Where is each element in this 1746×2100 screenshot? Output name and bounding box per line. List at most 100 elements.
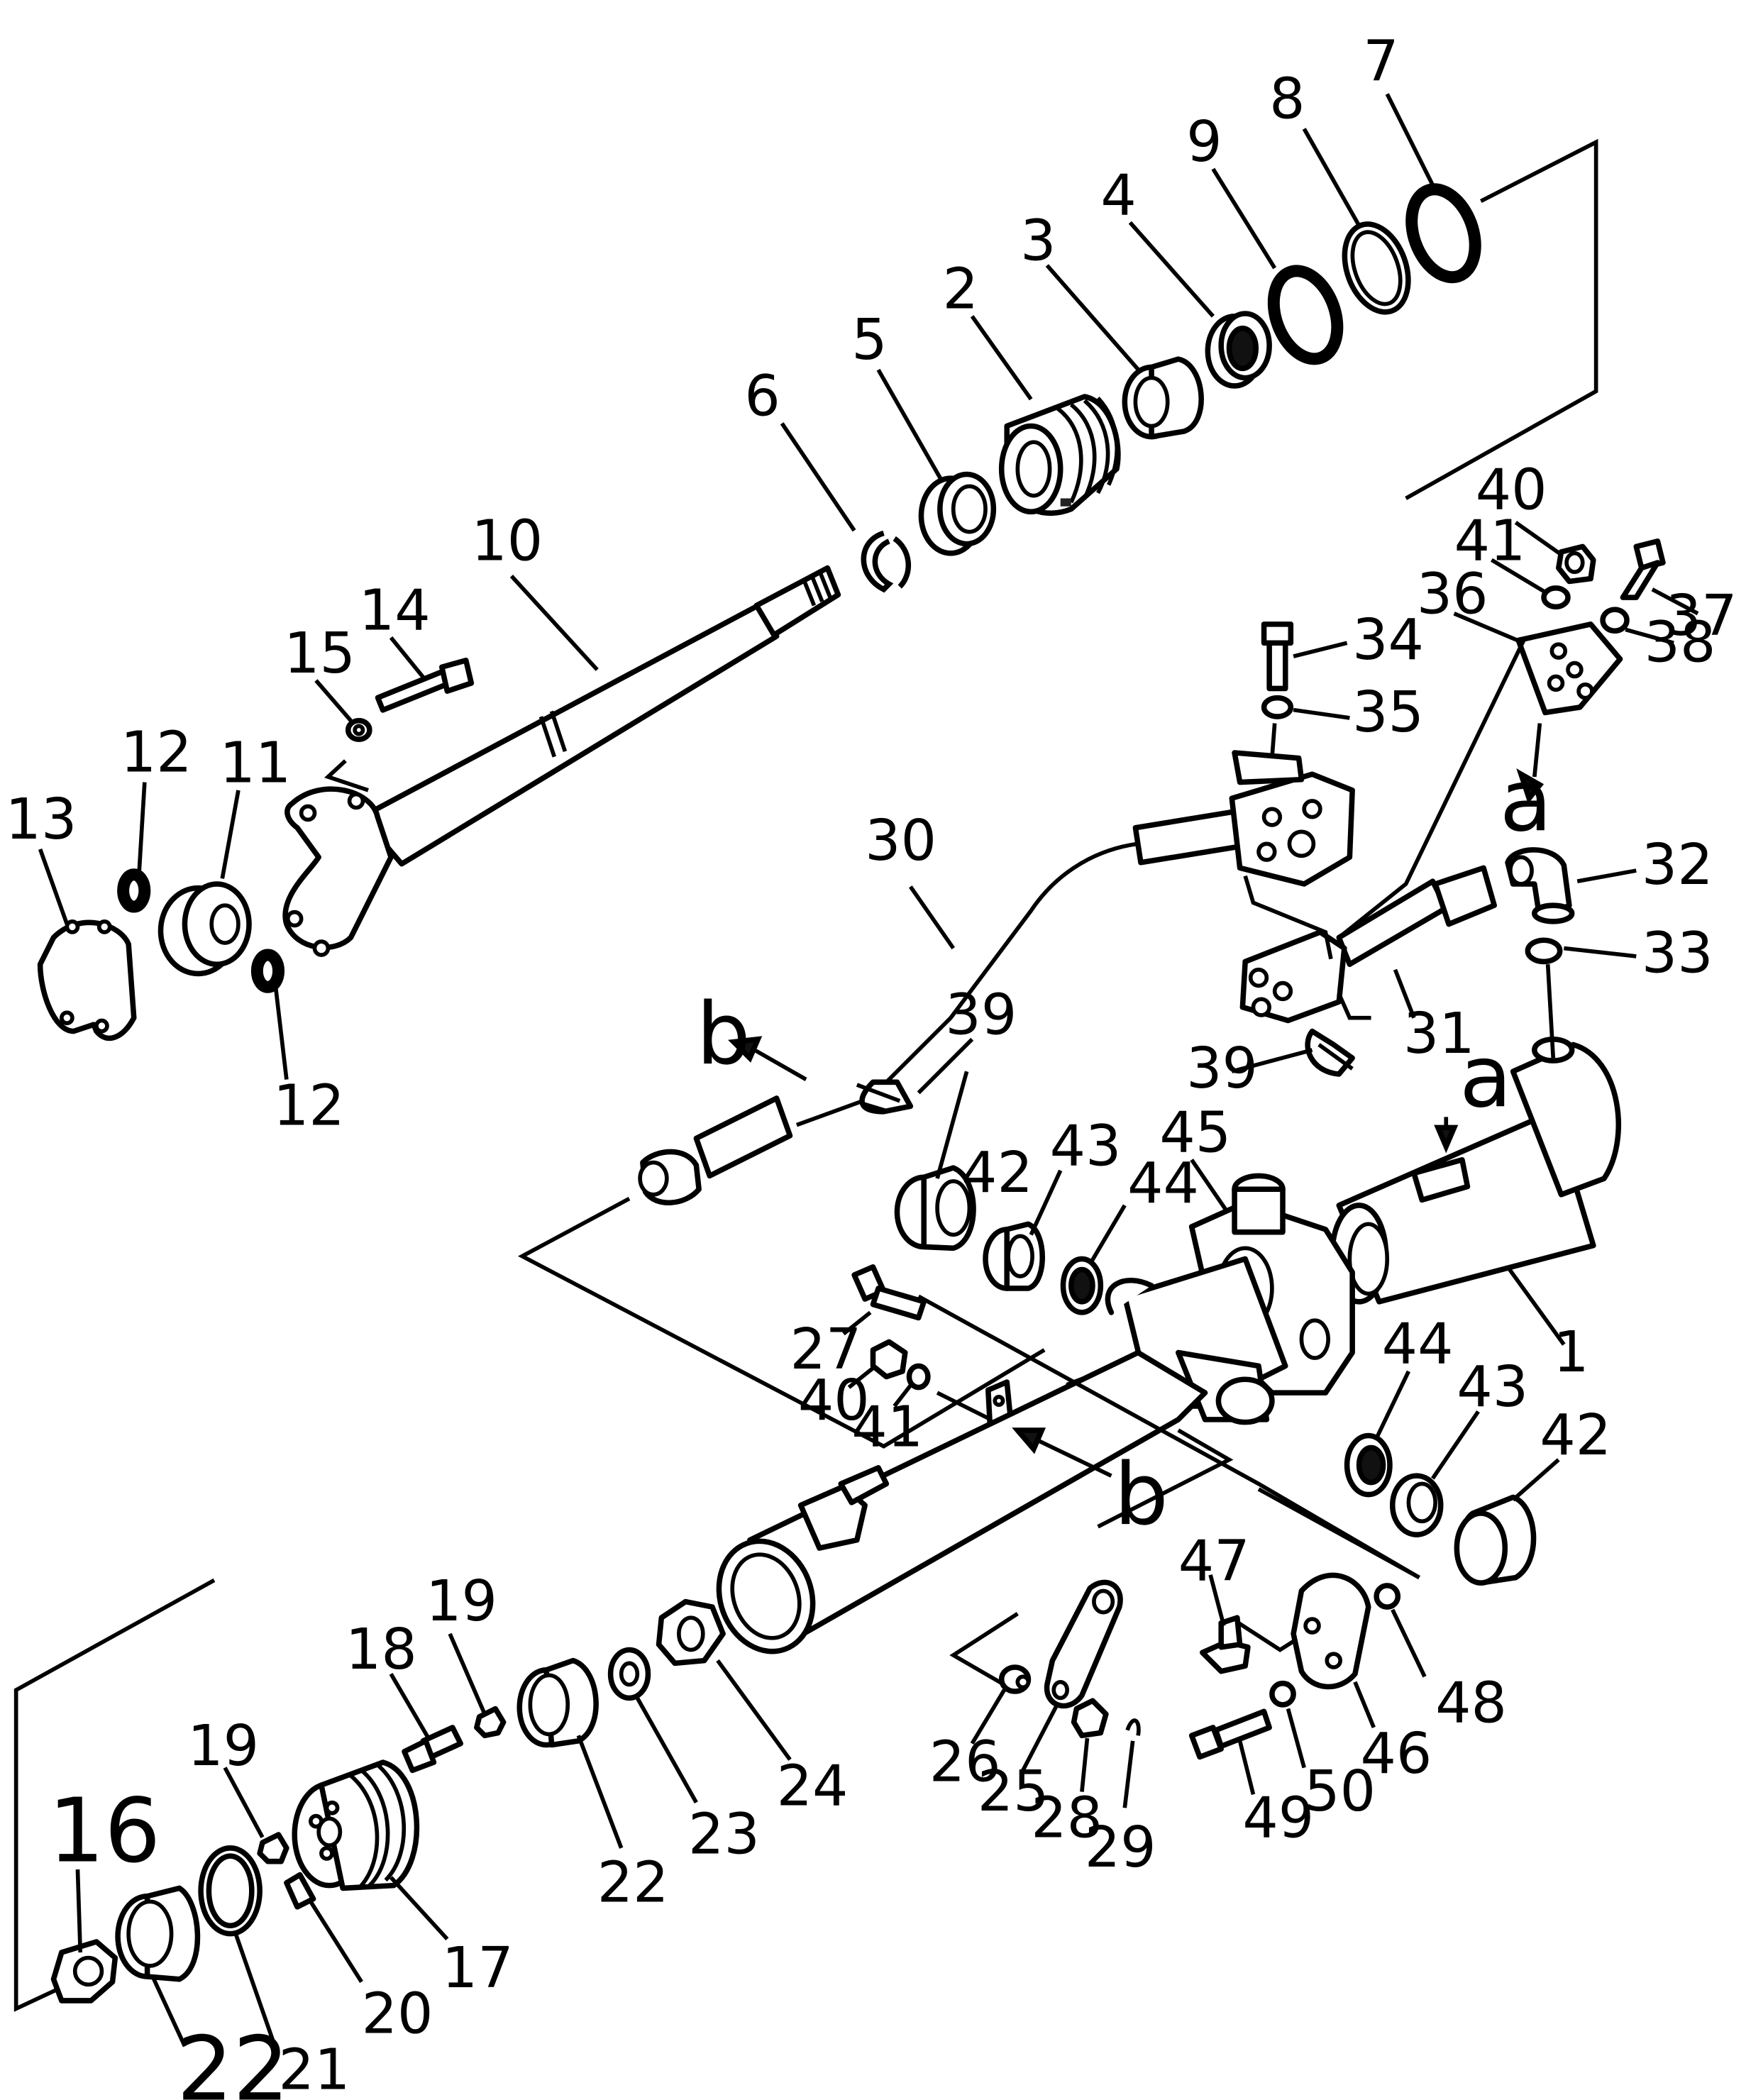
- rod-end-cap-13: [37, 919, 137, 1041]
- callout-6: 6: [744, 363, 780, 429]
- nut-40-lower: [870, 1339, 908, 1380]
- bolt-37: [1620, 538, 1666, 600]
- top-group-frame: [1405, 138, 1598, 500]
- callout-7: 7: [1363, 28, 1398, 94]
- bushing-42-upper: [894, 1165, 976, 1251]
- callout-20: 20: [362, 1980, 433, 2046]
- elbow-32: [1505, 847, 1575, 924]
- callout-44-upper: 44: [1127, 1150, 1199, 1216]
- callout-40-upper: 40: [1476, 457, 1547, 523]
- callout-23: 23: [688, 1801, 760, 1867]
- bolt-49: [1188, 1708, 1272, 1760]
- callout-12-lower: 12: [273, 1073, 345, 1139]
- hose-frame: [518, 1196, 1234, 1529]
- cylinder-head-2: [998, 394, 1121, 516]
- bushing-3: [1122, 356, 1204, 440]
- washer-23: [607, 1647, 651, 1701]
- bushing-5: [918, 471, 997, 556]
- callout-27: 27: [790, 1316, 861, 1382]
- nut-24: [656, 1598, 726, 1667]
- callout-16: 16: [48, 1780, 160, 1883]
- callout-29: 29: [1085, 1814, 1156, 1880]
- callout-30: 30: [865, 807, 936, 873]
- o-ring-12-upper: [117, 868, 151, 913]
- callout-34: 34: [1352, 607, 1424, 673]
- callout-19-upper: 19: [426, 1568, 497, 1634]
- callout-44-lower: 44: [1382, 1311, 1454, 1377]
- o-ring-33: [1525, 937, 1563, 965]
- callout-28: 28: [1031, 1785, 1103, 1851]
- nut-19-lower: [257, 1832, 289, 1864]
- callout-13: 13: [6, 786, 77, 852]
- bolt-14: [375, 658, 475, 713]
- cap-42-lower: [1454, 1494, 1537, 1586]
- callout-24: 24: [777, 1752, 849, 1818]
- nut-28: [1071, 1698, 1109, 1739]
- washer-41-lower: [906, 1363, 931, 1391]
- nut-19-upper: [474, 1706, 507, 1739]
- callout-37: 37: [1666, 582, 1737, 648]
- callout-17: 17: [442, 1935, 514, 2001]
- callout-50: 50: [1304, 1758, 1376, 1824]
- cap-46: [1291, 1572, 1371, 1690]
- callout-5: 5: [851, 306, 887, 372]
- callout-35: 35: [1352, 679, 1424, 745]
- collar-26: [998, 1664, 1032, 1694]
- bracket-36: [1515, 621, 1623, 716]
- arrow-a-lower: [1434, 1124, 1459, 1154]
- washer-35: [1261, 695, 1294, 719]
- callout-43-lower: 43: [1457, 1354, 1528, 1420]
- callout-41-lower: 41: [851, 1394, 923, 1460]
- marker-a-lower: a: [1459, 1027, 1512, 1127]
- callout-4: 4: [1100, 162, 1136, 228]
- clip-39-right: [1305, 1028, 1355, 1077]
- hose-31: [1239, 865, 1497, 1024]
- washer-41-upper: [1541, 585, 1571, 610]
- ring-44-upper: [1060, 1256, 1104, 1315]
- collar-48: [1374, 1583, 1401, 1610]
- piston-17: [292, 1759, 420, 1891]
- callout-22-lower: 22: [177, 2018, 289, 2100]
- nut-40-upper: [1556, 543, 1596, 585]
- washer-38: [1600, 607, 1630, 634]
- ring-43-upper: [983, 1221, 1046, 1291]
- callout-39-left: 39: [945, 981, 1017, 1047]
- callout-14: 14: [359, 577, 431, 643]
- hose-30: [638, 750, 1355, 1205]
- ring-7: [1405, 183, 1481, 284]
- spherical-bearing-11: [158, 881, 252, 977]
- callout-22-upper: 22: [597, 1849, 669, 1915]
- bottom-left-group-frame: [13, 1578, 216, 2012]
- callout-40-lower: 40: [798, 1367, 870, 1433]
- packing-4: [1205, 311, 1272, 389]
- callout-labels: 7 8 9 4 3 2 5 6 10 14 15 12 11 13 12 40 …: [6, 28, 1737, 2100]
- ring-43-lower: [1389, 1473, 1444, 1537]
- nut-16: [50, 1939, 118, 2004]
- arrow-b-right: [1012, 1427, 1112, 1478]
- callout-42-upper: 42: [961, 1139, 1033, 1205]
- callout-42-lower: 42: [1540, 1402, 1611, 1468]
- callout-45: 45: [1159, 1099, 1231, 1165]
- callout-33: 33: [1642, 920, 1713, 986]
- callout-41-upper: 41: [1454, 507, 1526, 573]
- callout-12-upper: 12: [121, 719, 192, 785]
- washer-15: [345, 717, 372, 742]
- clip-39-left: [856, 1079, 914, 1115]
- cylinder-tube-1: [1330, 1037, 1621, 1305]
- marker-a-upper: a: [1500, 751, 1552, 851]
- callout-32: 32: [1642, 831, 1713, 897]
- o-ring-12-lower: [250, 949, 285, 993]
- callout-21: 21: [279, 2037, 350, 2100]
- arrow-b-left: [728, 1036, 807, 1081]
- marker-b-right: b: [1114, 1445, 1168, 1544]
- ring-44-lower: [1344, 1432, 1393, 1498]
- callout-18: 18: [346, 1616, 417, 1682]
- ring-22-upper: [516, 1657, 599, 1748]
- callout-25: 25: [978, 1758, 1049, 1824]
- callout-2: 2: [943, 255, 978, 321]
- pin-29: [1125, 1718, 1141, 1736]
- callout-9: 9: [1186, 109, 1222, 175]
- callout-43-upper: 43: [1050, 1112, 1122, 1178]
- piston-rod: [282, 565, 841, 957]
